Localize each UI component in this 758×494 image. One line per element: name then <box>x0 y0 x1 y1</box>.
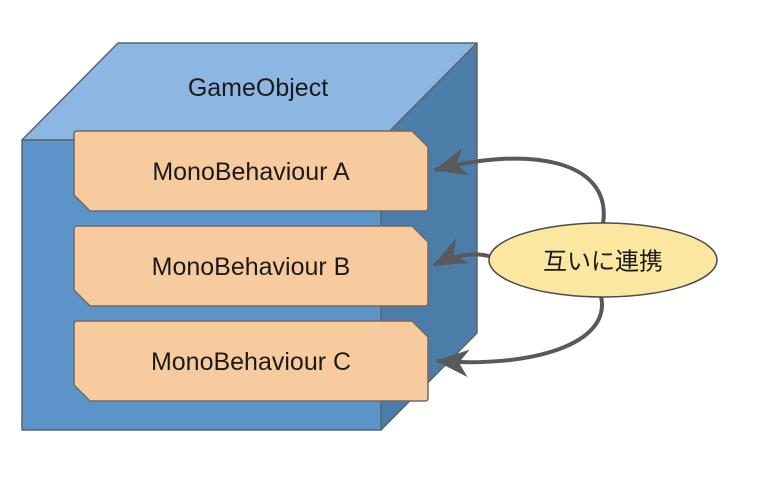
component-box-c <box>73 320 429 402</box>
component-label-c: MonoBehaviour C <box>151 348 351 376</box>
annotation-label: 互いに連携 <box>543 249 663 276</box>
component-label-a: MonoBehaviour A <box>152 158 350 186</box>
component-boxes: MonoBehaviour A MonoBehaviour B MonoBeha… <box>73 130 429 402</box>
link-arrow-to-b <box>432 238 493 267</box>
annotation-ellipse <box>488 222 718 298</box>
component-box-b <box>73 225 429 307</box>
gameobject-label: GameObject <box>188 74 328 102</box>
component-label-b: MonoBehaviour B <box>152 253 351 281</box>
component-box-a <box>73 130 429 212</box>
link-arrow-to-a <box>433 148 606 225</box>
link-arrows <box>432 148 606 378</box>
annotation: 互いに連携 <box>488 222 718 298</box>
link-arrow-to-c <box>435 295 604 378</box>
